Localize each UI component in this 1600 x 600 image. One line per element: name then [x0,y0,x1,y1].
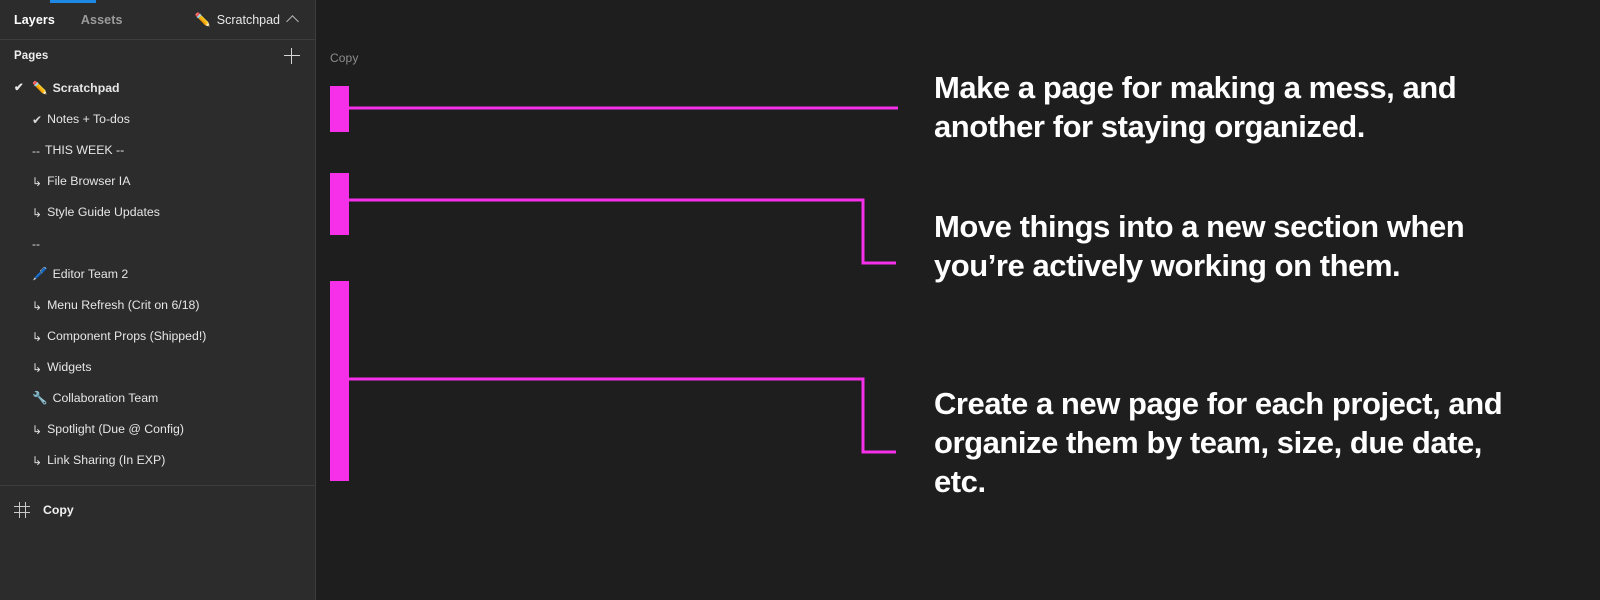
plus-icon[interactable] [283,47,301,65]
page-glyph-icon: -- [32,236,40,251]
page-emoji-icon: 🔧 [32,391,48,406]
page-item-label: File Browser IA [47,174,131,189]
page-item-label: Notes + To-dos [47,112,130,127]
tab-assets[interactable]: Assets [80,12,123,27]
pencil-icon: ✏️ [194,12,211,27]
page-glyph-icon: ↳ [32,205,43,220]
page-item-label: Spotlight (Due @ Config) [47,422,184,437]
connector-bar [330,173,349,235]
page-glyph-icon: ↳ [32,360,43,375]
copy-text-block: Create a new page for each project, and … [934,386,1503,500]
copy-text-block: Move things into a new section when you’… [934,209,1465,284]
connector-bar [330,86,349,132]
page-list-item[interactable]: ↳ File Browser IA [0,166,315,197]
page-list-item[interactable]: -- THIS WEEK -- [0,135,315,166]
layer-row[interactable]: Copy [0,494,315,525]
page-glyph-icon: ↳ [32,174,43,189]
page-item-label: Editor Team 2 [52,267,129,282]
canvas-area[interactable]: Copy Make a page for making a mess, and … [316,0,1600,600]
pages-title: Pages [14,49,49,62]
connector-path [349,377,896,454]
page-glyph-icon: ↳ [32,453,43,468]
page-item-label: Style Guide Updates [47,205,160,220]
page-item-label: Menu Refresh (Crit on 6/18) [47,298,200,313]
layer-label: Copy [43,502,74,517]
page-selector-dropdown[interactable]: ✏️ Scratchpad [194,12,301,28]
page-emoji-icon: 🖊️ [32,267,48,282]
page-list-item[interactable]: 🔧 Collaboration Team [0,383,315,414]
left-panel: Layers Assets ✏️ Scratchpad Pages ✔ ✏️ Scr… [0,0,316,600]
page-glyph-icon: ↳ [32,298,43,313]
page-list-item[interactable]: ↳ Menu Refresh (Crit on 6/18) [0,290,315,321]
frame-icon [14,501,30,518]
page-glyph-icon: ✔ [32,112,43,127]
check-icon: ✔ [14,81,24,94]
page-glyph-icon: ↳ [32,329,43,344]
pages-list: ✔ ✏️ Scratchpad ✔ Notes + To-dos -- THIS WEEK … [0,71,315,476]
page-item-label: Component Props (Shipped!) [47,329,207,344]
chevron-up-icon [286,15,299,28]
page-list-item[interactable]: ✔ ✏️ Scratchpad [0,73,315,104]
layers-list: Copy [0,486,315,525]
tab-layers[interactable]: Layers [14,12,55,27]
page-glyph-icon: -- [32,143,40,158]
page-list-item[interactable]: ↳ Style Guide Updates [0,197,315,228]
page-item-label: Link Sharing (In EXP) [47,453,166,468]
page-item-label: Scratchpad [52,81,120,96]
panel-divider [0,485,315,486]
pages-section-header: Pages [0,40,315,71]
page-item-label: Widgets [47,360,92,375]
active-tab-indicator [50,0,96,3]
page-selector-label: Scratchpad [216,12,280,27]
copy-text-block: Make a page for making a mess, and anoth… [934,70,1457,145]
panel-tabbar: Layers Assets ✏️ Scratchpad [0,0,315,40]
page-list-item[interactable]: 🖊️ Editor Team 2 [0,259,315,290]
frame-label-copy[interactable]: Copy [330,51,359,65]
page-glyph-icon: ↳ [32,422,43,437]
page-list-item[interactable]: ↳ Component Props (Shipped!) [0,321,315,352]
page-list-item[interactable]: -- [0,228,315,259]
page-list-item[interactable]: ↳ Spotlight (Due @ Config) [0,414,315,445]
page-item-label: THIS WEEK -- [45,143,125,158]
page-list-item[interactable]: ✔ Notes + To-dos [0,104,315,135]
connector-bar [330,281,349,481]
page-emoji-icon: ✏️ [32,81,48,96]
page-list-item[interactable]: ↳ Widgets [0,352,315,383]
page-list-item[interactable]: ↳ Link Sharing (In EXP) [0,445,315,476]
connector-path [349,198,896,265]
page-item-label: Collaboration Team [52,391,159,406]
